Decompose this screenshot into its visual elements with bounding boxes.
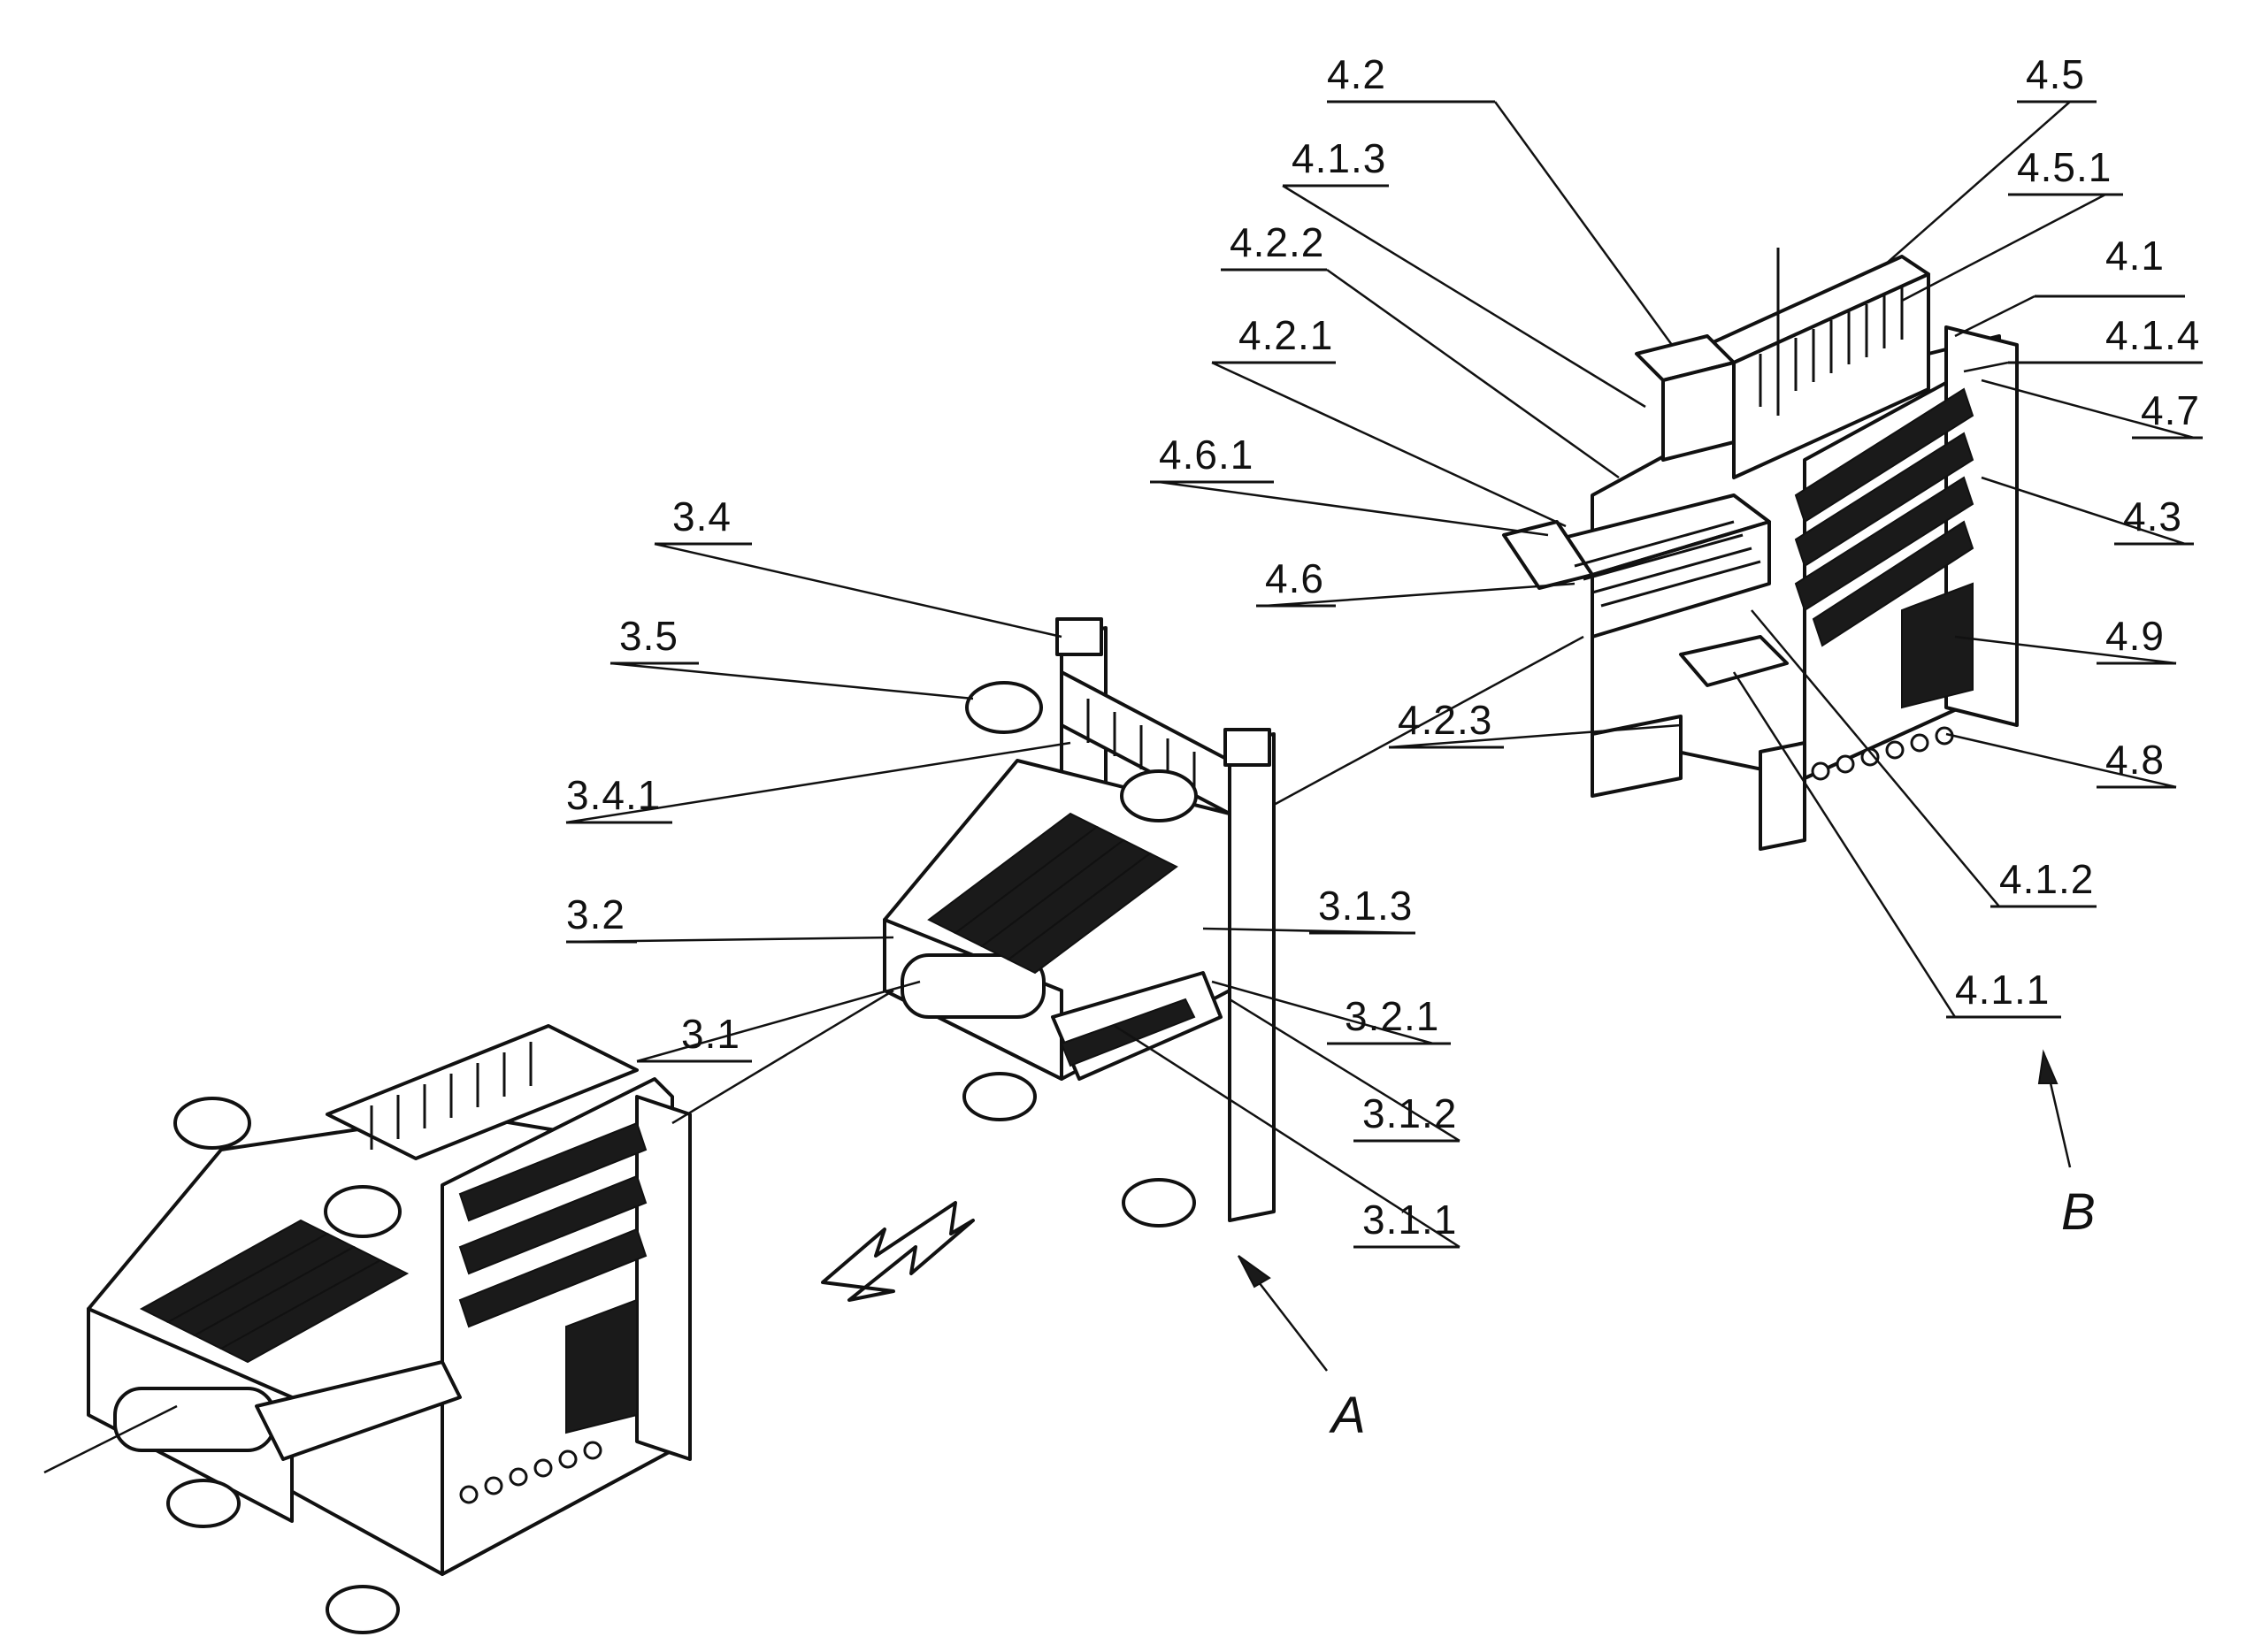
label-3-4-1: 3.4.1 bbox=[566, 772, 661, 818]
center-line-upper bbox=[1273, 635, 1584, 807]
indicator-b-arrowhead-icon bbox=[2037, 1049, 2058, 1084]
label-4-6: 4.6 bbox=[1265, 555, 1324, 601]
center-line-mid bbox=[671, 989, 894, 1125]
label-3-1-3: 3.1.3 bbox=[1318, 883, 1413, 929]
label-4-9: 4.9 bbox=[2105, 613, 2165, 659]
assembled-unit-body bbox=[87, 1024, 692, 1634]
label-4-1-4: 4.1.4 bbox=[2105, 312, 2200, 358]
center-line-lower bbox=[43, 1404, 178, 1474]
label-4-6-1: 4.6.1 bbox=[1159, 432, 1254, 478]
label-3-1-2: 3.1.2 bbox=[1362, 1090, 1457, 1136]
label-3-2-1: 3.2.1 bbox=[1345, 993, 1439, 1039]
label-3-2: 3.2 bbox=[566, 891, 625, 937]
label-4-1: 4.1 bbox=[2105, 233, 2165, 279]
label-4-2-3: 4.2.3 bbox=[1398, 697, 1492, 743]
assembly-b-body bbox=[1502, 248, 2019, 851]
label-4-2-2: 4.2.2 bbox=[1230, 219, 1324, 265]
label-4-5-1: 4.5.1 bbox=[2017, 144, 2112, 190]
assembly-direction-arrow-icon bbox=[821, 1201, 975, 1302]
assembly-label-a: A bbox=[1329, 1387, 1366, 1444]
label-3-1: 3.1 bbox=[681, 1011, 740, 1057]
label-4-1-2: 4.1.2 bbox=[1999, 856, 2094, 902]
label-4-2: 4.2 bbox=[1327, 51, 1386, 97]
label-3-1-1: 3.1.1 bbox=[1362, 1197, 1457, 1243]
label-3-4: 3.4 bbox=[672, 493, 732, 539]
label-4-2-1: 4.2.1 bbox=[1238, 312, 1333, 358]
assembly-label-b: B bbox=[2061, 1183, 2096, 1241]
leader-lines bbox=[565, 101, 2195, 1249]
label-3-5: 3.5 bbox=[619, 613, 678, 659]
label-4-7: 4.7 bbox=[2141, 387, 2200, 433]
label-4-3: 4.3 bbox=[2123, 493, 2182, 539]
label-4-1-3: 4.1.3 bbox=[1292, 135, 1386, 181]
assembly-a-body bbox=[883, 617, 1276, 1228]
indicator-a-arrowhead-icon bbox=[1238, 1255, 1271, 1289]
label-4-1-1: 4.1.1 bbox=[1955, 967, 2050, 1013]
label-4-8: 4.8 bbox=[2105, 737, 2165, 783]
label-4-5: 4.5 bbox=[2026, 51, 2085, 97]
